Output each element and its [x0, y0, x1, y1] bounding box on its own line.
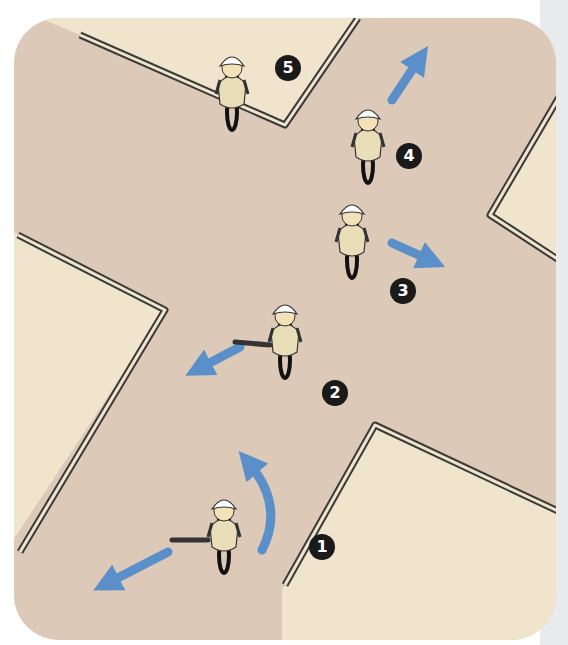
cyclist [336, 205, 368, 278]
callout-number: 5 [275, 55, 301, 81]
callout-number: 1 [309, 534, 335, 560]
cyclist [208, 500, 240, 573]
callout-number: 3 [390, 278, 416, 304]
callout-number: 4 [396, 143, 422, 169]
cyclist [216, 57, 248, 130]
cyclist [352, 110, 384, 183]
callout-number: 2 [322, 380, 348, 406]
cyclist [269, 305, 301, 378]
